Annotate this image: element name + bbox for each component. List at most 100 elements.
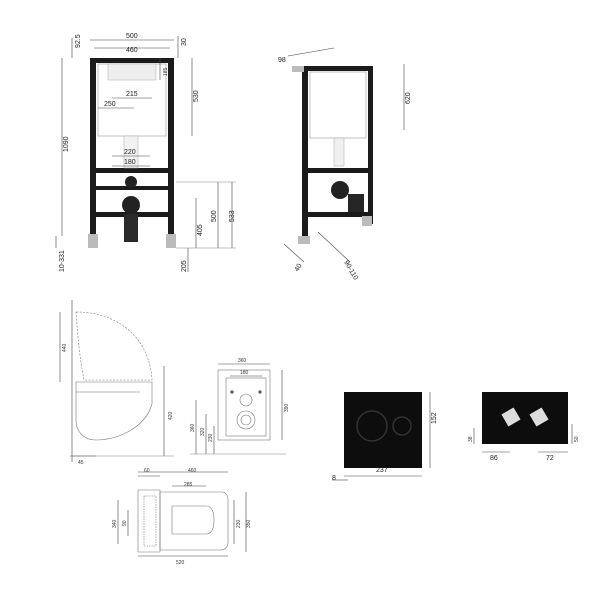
dim-620: 620 — [405, 92, 412, 104]
dim-237: 237 — [376, 467, 388, 474]
dim-152: 152 — [431, 412, 438, 424]
side-drain-elbow — [348, 194, 364, 212]
water-inlet — [125, 176, 137, 188]
dim-45: 45 — [78, 460, 84, 466]
toilet-front-dims: 360 180 360 320 230 390 — [190, 358, 290, 442]
flush-plate-back — [473, 392, 573, 453]
dim-520: 520 — [176, 560, 185, 566]
side-view-frame — [283, 47, 405, 263]
dim-420: 420 — [168, 411, 174, 420]
dim-460-top: 460 — [188, 468, 197, 474]
front-bolt-right — [258, 390, 262, 394]
flush-plate-dims: 152 237 8 — [332, 412, 438, 482]
dim-500-lower: 500 — [211, 210, 218, 222]
side-bottom-bar — [308, 212, 368, 217]
toilet-top-view — [117, 471, 247, 557]
dim-250: 250 — [104, 101, 116, 108]
dim-340: 340 — [112, 519, 118, 528]
frame-pipe-bar — [96, 186, 168, 190]
flush-button-small — [392, 416, 412, 436]
front-flush-inlet — [239, 393, 253, 407]
side-wall-bracket — [292, 66, 304, 72]
dim-72: 72 — [546, 455, 554, 462]
dim-533: 533 — [229, 210, 236, 222]
dim-285: 285 — [184, 482, 193, 488]
side-top-bar — [302, 66, 373, 71]
frame-left-upright — [90, 58, 96, 236]
toilet-side-dims: 440 420 45 — [62, 343, 174, 466]
drain-pipe — [124, 214, 138, 242]
dim-350: 350 — [246, 519, 252, 528]
dim-40: 40 — [294, 263, 304, 273]
frame-top-bar — [90, 58, 174, 63]
dim-360-top: 360 — [238, 358, 247, 364]
side-left-upright — [302, 68, 308, 238]
side-flush-pipe — [333, 137, 345, 167]
flush-plate-front — [332, 392, 431, 481]
side-left-foot — [298, 236, 310, 244]
dim-500: 500 — [126, 33, 138, 40]
plate-back-actuator-right — [529, 407, 549, 427]
top-back-inner — [143, 495, 157, 547]
side-cistern — [309, 71, 367, 139]
dim-360-side: 360 — [190, 423, 196, 432]
plate-back-dims: 38 50 86 72 — [468, 436, 580, 462]
drain-connector — [122, 196, 140, 214]
front-wall-outline — [217, 369, 271, 441]
front-bolt-left — [230, 390, 234, 394]
flush-button-large — [356, 410, 388, 442]
dim-405: 405 — [197, 224, 204, 236]
front-view-frame — [55, 36, 236, 272]
dim-440: 440 — [62, 343, 68, 352]
dim-50: 50 — [574, 436, 580, 442]
side-drain-connector — [331, 181, 349, 199]
toilet-side-profile — [59, 300, 174, 462]
plate-back-panel — [482, 392, 568, 444]
front-view-dims: 92.5 500 460 30 185 215 250 530 1090 220… — [59, 33, 236, 272]
dim-230-top: 230 — [236, 519, 242, 528]
dim-92-5: 92.5 — [75, 34, 82, 48]
toilet-front-view — [190, 363, 286, 455]
frame-right-foot — [166, 234, 176, 248]
side-right-upright — [368, 68, 373, 224]
flush-pipe — [123, 135, 139, 169]
toilet-lid-arc — [75, 311, 153, 381]
front-drain-outlet — [236, 410, 256, 430]
dim-10-331: 10-331 — [59, 250, 66, 272]
dim-460: 460 — [126, 47, 138, 54]
frame-mid-bar — [96, 168, 168, 173]
side-right-foot — [362, 216, 372, 226]
side-mid-bar — [308, 168, 368, 173]
dim-38: 38 — [468, 436, 474, 442]
cistern-opening — [107, 63, 157, 81]
frame-right-upright — [168, 58, 174, 236]
dim-98: 98 — [278, 57, 286, 64]
dim-8: 8 — [332, 475, 336, 482]
dim-60: 60 — [144, 468, 150, 474]
top-back-plate — [137, 489, 161, 553]
dim-86: 86 — [490, 455, 498, 462]
toilet-bowl-profile — [75, 381, 153, 441]
top-bowl-outline — [159, 491, 229, 551]
toilet-top-dims: 60 460 285 340 90 230 520 350 — [112, 468, 252, 566]
dim-90-110: 90-110 — [342, 260, 359, 282]
frame-left-foot — [88, 234, 98, 248]
dim-230-front: 230 — [208, 433, 214, 442]
dim-215: 215 — [126, 91, 138, 98]
dim-180: 180 — [124, 159, 136, 166]
front-drain-inner — [240, 414, 252, 426]
dim-180-top: 180 — [240, 370, 249, 376]
dim-220: 220 — [124, 149, 136, 156]
dim-530: 530 — [193, 90, 200, 102]
dim-205: 205 — [181, 260, 188, 272]
plate-back-actuator-left — [501, 407, 521, 427]
dim-390: 390 — [284, 403, 290, 412]
dim-90: 90 — [122, 520, 128, 526]
dim-30: 30 — [181, 38, 188, 46]
dim-1090: 1090 — [63, 136, 70, 152]
dim-185: 185 — [163, 67, 169, 76]
top-bowl-inner — [171, 505, 215, 535]
front-inner-outline — [225, 377, 267, 437]
dim-320: 320 — [200, 427, 206, 436]
